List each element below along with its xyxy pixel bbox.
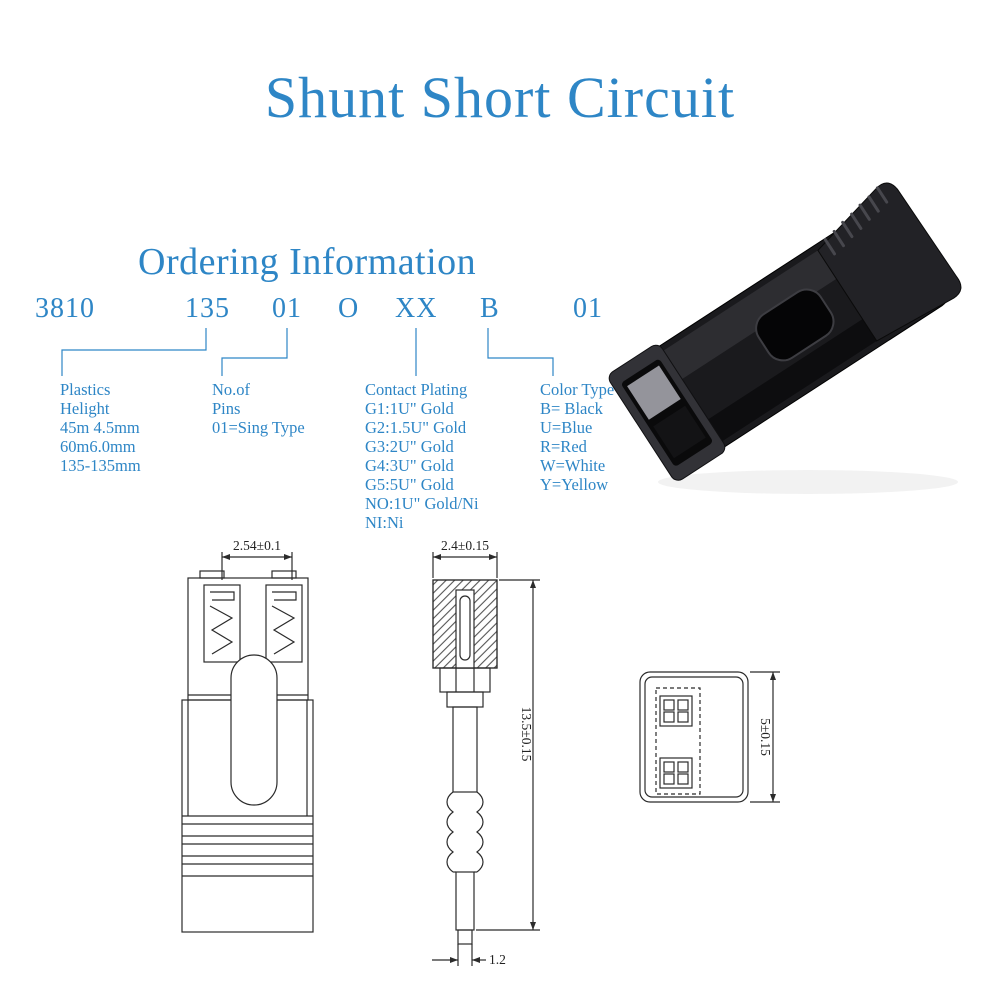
jumper-body-group bbox=[608, 182, 962, 481]
dim-side-tip: 1.2 bbox=[489, 952, 506, 967]
product-shadow bbox=[658, 470, 958, 494]
dim-top-height: 5±0.15 bbox=[758, 718, 773, 756]
top-slot bbox=[755, 288, 835, 362]
code-part-o: O bbox=[338, 293, 360, 324]
ordering-heading: Ordering Information bbox=[138, 241, 477, 283]
code-part-color: B bbox=[480, 293, 500, 324]
dim-side-height: 13.5±0.15 bbox=[519, 707, 534, 762]
dim-side-width: 2.4±0.15 bbox=[441, 538, 489, 553]
code-part-pins: 01 bbox=[272, 293, 302, 324]
code-part-series: 3810 bbox=[35, 293, 95, 324]
legend-number-of-pins: No.of Pins 01=Sing Type bbox=[212, 380, 305, 437]
code-part-suffix: 01 bbox=[573, 293, 603, 324]
legend-plastics-height: Plastics Helight 45m 4.5mm 60m6.0mm 135-… bbox=[60, 380, 141, 475]
top-view-drawing bbox=[639, 671, 780, 803]
front-view-drawing bbox=[181, 552, 314, 933]
front-socket bbox=[608, 344, 726, 481]
code-part-plating: XX bbox=[395, 293, 438, 324]
code-part-height: 135 bbox=[185, 293, 230, 324]
technical-drawings: 2.54±0.1 2.4±0.15 13.5±0.15 1.2 5±0.15 bbox=[181, 538, 780, 967]
side-view-drawing bbox=[432, 552, 540, 966]
legend-contact-plating: Contact Plating G1:1U" Gold G2:1.5U" Gol… bbox=[365, 380, 479, 532]
latch-handle bbox=[817, 182, 962, 342]
page-title: Shunt Short Circuit bbox=[264, 65, 736, 130]
ordering-code-brackets bbox=[61, 328, 554, 376]
bracket-lines bbox=[61, 328, 554, 376]
legend-color-type: Color Type B= Black U=Blue R=Red W=White… bbox=[540, 380, 615, 494]
dim-front-pitch: 2.54±0.1 bbox=[233, 538, 281, 553]
product-photo bbox=[608, 182, 962, 494]
handle-grip-ribs bbox=[823, 186, 889, 256]
